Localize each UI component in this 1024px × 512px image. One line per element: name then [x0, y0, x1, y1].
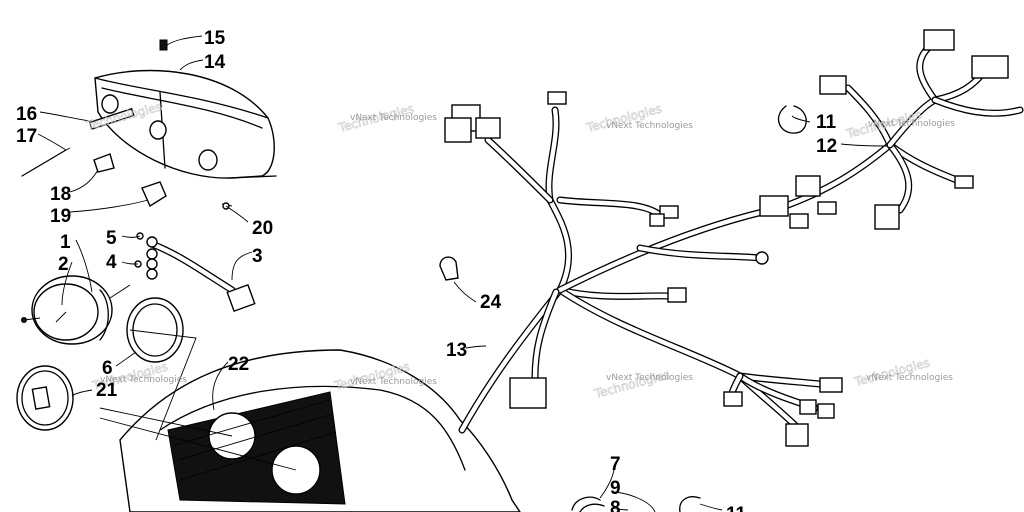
callout-11-lower: 11: [726, 504, 747, 512]
callout-1: 1: [60, 232, 71, 253]
speedometer: [21, 275, 113, 345]
callout-22: 22: [228, 354, 249, 375]
callout-21: 21: [96, 380, 118, 401]
indicator-lamp: [16, 365, 74, 431]
svg-text:vNext Technologies: vNext Technologies: [868, 119, 955, 129]
callout-8: 8: [610, 498, 621, 512]
callout-3: 3: [252, 246, 263, 267]
svg-text:vNext Technologies: vNext Technologies: [350, 377, 437, 387]
harness-connectors: [444, 29, 1009, 447]
leader-lines: [37, 35, 889, 512]
headlight-small-parts: [21, 107, 233, 210]
callout-15: 15: [204, 28, 226, 49]
callout-17: 17: [16, 126, 37, 147]
wiring-harness: [458, 38, 1024, 434]
retaining-ring-lower: [679, 496, 701, 512]
gauge-lower: [571, 496, 605, 512]
callout-11-upper: 11: [816, 112, 837, 133]
svg-text:vNext Technologies: vNext Technologies: [606, 121, 693, 131]
svg-text:vNext Technologies: vNext Technologies: [606, 373, 693, 383]
callout-6: 6: [102, 358, 113, 379]
callout-2: 2: [58, 254, 69, 275]
speedometer-gasket: [126, 297, 184, 363]
bulb-clip-part: [159, 39, 168, 51]
callout-7: 7: [610, 454, 621, 475]
callout-labels: 15 14 16 17 18 19 20 1 2 5 4 3 6 21 22 1…: [16, 28, 837, 512]
callout-16: 16: [16, 104, 37, 125]
callout-5: 5: [106, 228, 117, 249]
dash-panel: [119, 349, 521, 512]
callout-18: 18: [50, 184, 71, 205]
callout-24: 24: [480, 292, 502, 313]
callout-19: 19: [50, 206, 71, 227]
sockets-harness: [134, 232, 256, 313]
callout-9: 9: [610, 478, 621, 499]
retaining-ring: [778, 105, 807, 134]
callout-12: 12: [816, 136, 837, 157]
callout-13: 13: [446, 340, 467, 361]
callout-20: 20: [252, 218, 273, 239]
svg-text:vNext Technologies: vNext Technologies: [100, 375, 187, 385]
callout-14: 14: [204, 52, 226, 73]
svg-text:vNext Technologies: vNext Technologies: [866, 373, 953, 383]
svg-text:vNext Technologies: vNext Technologies: [350, 113, 437, 123]
headlight-assembly: [94, 39, 277, 179]
callout-4: 4: [106, 252, 117, 273]
clamp-part: [439, 256, 459, 281]
